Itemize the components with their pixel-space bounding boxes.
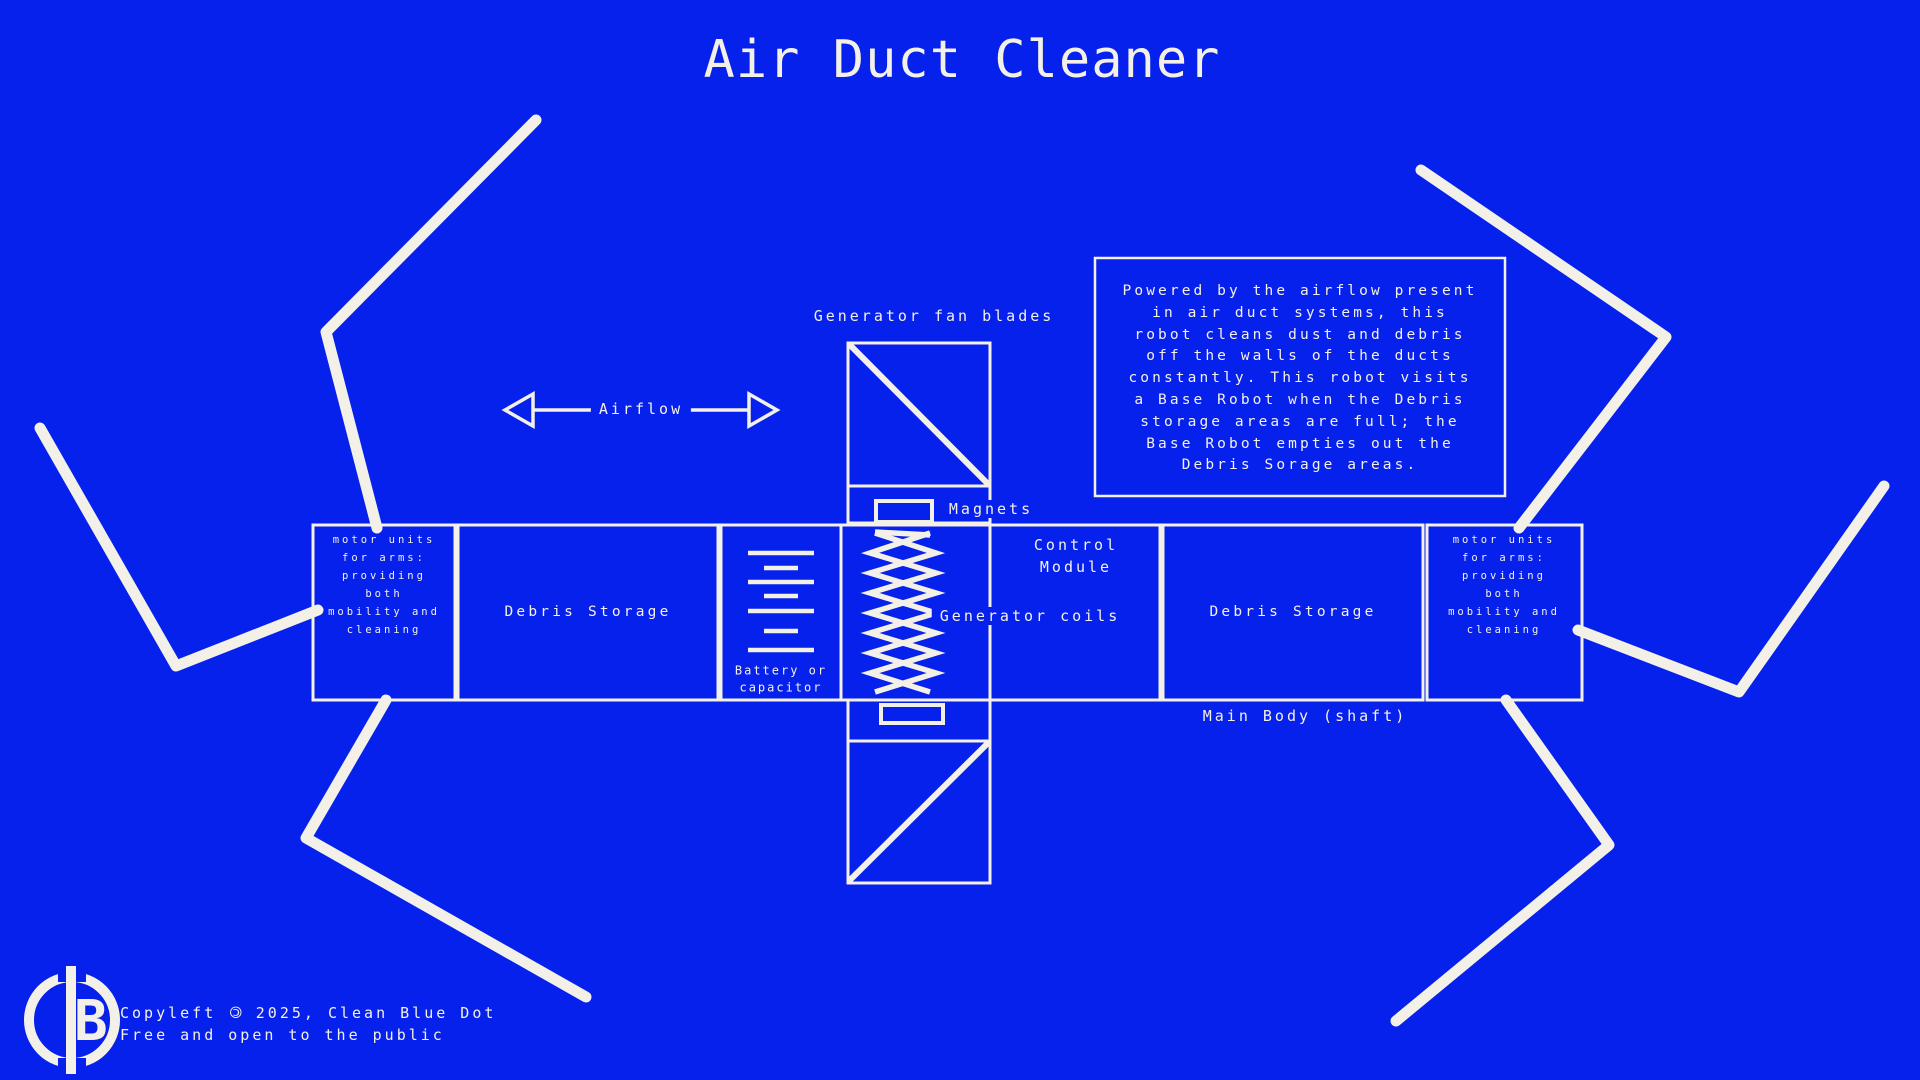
motor-note-right-line5: mobility and bbox=[1448, 606, 1560, 618]
copyleft-line2: Free and open to the public bbox=[120, 1026, 445, 1044]
main-body-label: Main Body (shaft) bbox=[1202, 707, 1408, 725]
generator-fan-blades-label: Generator fan blades bbox=[813, 307, 1055, 325]
airflow-arrowhead-right bbox=[747, 390, 781, 430]
description-box bbox=[1093, 256, 1507, 498]
motor-note-left-line6: cleaning bbox=[346, 624, 422, 636]
arm-right-upper bbox=[1415, 164, 1672, 534]
motor-note-right-line4: both bbox=[1485, 588, 1523, 600]
description-line1: Powered by the airflow present bbox=[1122, 283, 1478, 299]
motor-unit-note-left: motor units for arms: providing both mob… bbox=[328, 531, 440, 639]
logo-letter: B bbox=[74, 989, 108, 1054]
motor-note-right-line2: for arms: bbox=[1462, 552, 1546, 564]
control-module-label-line1: Control bbox=[1033, 536, 1119, 554]
coil-zigzag-a bbox=[860, 530, 946, 695]
arm-right-lower bbox=[1390, 694, 1615, 1027]
copyleft-icon: © bbox=[230, 1002, 242, 1024]
copyleft-line1: Copyleft © 2025, Clean Blue Dot bbox=[120, 1002, 497, 1024]
description-line7: storage areas are full; the bbox=[1140, 413, 1460, 430]
clean-blue-dot-logo: B bbox=[24, 966, 120, 1074]
battery-label-line2: capacitor bbox=[739, 680, 823, 695]
description-line9: Debris Sorage areas. bbox=[1181, 457, 1419, 474]
debris-storage-box-right bbox=[1161, 523, 1425, 702]
copyleft-suffix: 2025, Clean Blue Dot bbox=[243, 1004, 497, 1022]
debris-storage-left-label: Debris Storage bbox=[504, 604, 672, 620]
footer-copyleft: Copyleft © 2025, Clean Blue Dot Free and… bbox=[120, 1001, 496, 1046]
fan-blade-top-diagonal bbox=[846, 341, 992, 488]
arm-left-middle bbox=[34, 422, 324, 672]
description-line8: Base Robot empties out the bbox=[1146, 435, 1454, 452]
motor-note-right-line3: providing bbox=[1462, 570, 1546, 582]
motor-note-left-line1: motor units bbox=[332, 534, 436, 546]
debris-storage-right-label: Debris Storage bbox=[1209, 604, 1377, 620]
fan-blade-bottom-diagonal bbox=[846, 739, 992, 884]
control-module-label-line2: Module bbox=[1039, 558, 1113, 576]
copyleft-prefix: Copyleft bbox=[120, 1004, 217, 1022]
motor-note-left-line3: providing bbox=[342, 570, 426, 582]
description-line6: a Base Robot when the Debris bbox=[1134, 391, 1466, 408]
logo-bar bbox=[66, 966, 76, 1074]
motor-unit-box-left bbox=[311, 523, 457, 702]
motor-note-left-line4: both bbox=[365, 588, 403, 600]
page-title: Air Duct Cleaner bbox=[703, 30, 1221, 90]
arm-left-lower bbox=[300, 694, 592, 1003]
description-text: Powered by the airflow present in air du… bbox=[1123, 281, 1478, 477]
motor-note-right-line6: cleaning bbox=[1466, 624, 1542, 636]
arm-right-middle bbox=[1572, 480, 1890, 698]
motor-note-right-line1: motor units bbox=[1452, 534, 1556, 546]
motor-unit-box-right bbox=[1425, 523, 1584, 702]
battery-symbol bbox=[748, 550, 814, 653]
arm-left-upper bbox=[320, 114, 542, 534]
description-line3: robot cleans dust and debris bbox=[1134, 326, 1466, 343]
generator-coils-label: Generator coils bbox=[931, 607, 1129, 625]
magnet-top bbox=[874, 499, 934, 524]
description-line5: constantly. This robot visits bbox=[1128, 370, 1472, 387]
description-line4: off the walls of the ducts bbox=[1146, 348, 1454, 365]
motor-unit-note-right: motor units for arms: providing both mob… bbox=[1448, 531, 1560, 639]
battery-label-line1: Battery or bbox=[734, 663, 828, 678]
motor-note-left-line2: for arms: bbox=[342, 552, 426, 564]
magnets-label: Magnets bbox=[940, 500, 1042, 518]
fan-column-top bbox=[846, 341, 992, 525]
airflow-arrowhead-left bbox=[501, 390, 535, 430]
debris-storage-box-left bbox=[456, 523, 720, 702]
motor-note-left-line5: mobility and bbox=[328, 606, 440, 618]
fan-column-bottom bbox=[846, 698, 992, 885]
airflow-label: Airflow bbox=[590, 400, 692, 418]
magnet-bottom bbox=[879, 703, 945, 725]
description-line2: in air duct systems, this bbox=[1152, 304, 1448, 321]
